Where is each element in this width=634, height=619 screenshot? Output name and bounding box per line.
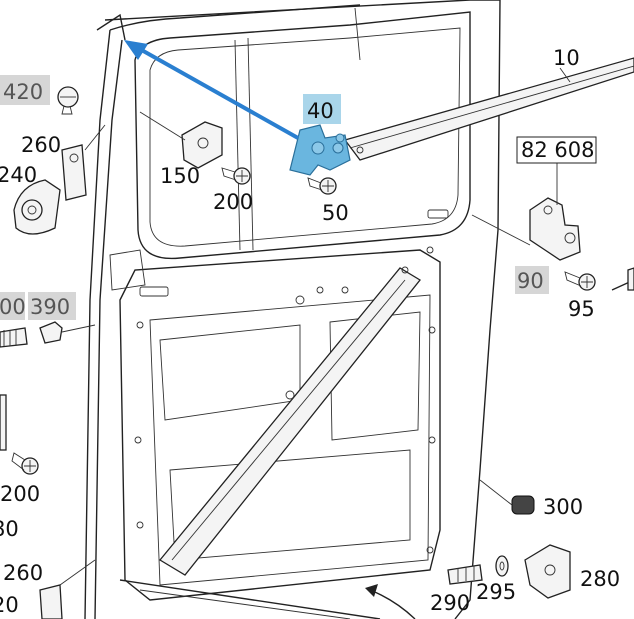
label-200-left: 200 (0, 482, 40, 506)
door-frame (84, 0, 501, 619)
highlight-bg-40 (303, 94, 341, 124)
label-290: 290 (430, 591, 470, 615)
label-260-top: 260 (21, 133, 61, 157)
label-150: 150 (160, 164, 200, 188)
label-20: 20 (0, 593, 19, 617)
grey-bg-400 (0, 292, 25, 320)
curved-arrow (365, 584, 416, 619)
label-95: 95 (568, 297, 595, 321)
box-82608 (516, 136, 597, 164)
grey-bg-420 (0, 75, 50, 105)
label-240: 240 (0, 163, 37, 187)
label-50: 50 (322, 201, 349, 225)
part-295-washer (495, 555, 509, 577)
label-295: 295 (476, 580, 516, 604)
part-290-bolt (447, 564, 483, 585)
part-90-hinge (471, 163, 581, 261)
grey-bg-90 (515, 266, 549, 294)
screw-200-left (11, 452, 39, 475)
label-300: 300 (543, 495, 583, 519)
label-40: 40 (307, 99, 334, 123)
part-300-buffer (479, 479, 535, 515)
label-390: 390 (30, 295, 70, 319)
screw-400 (0, 327, 28, 348)
screw-200-top (221, 167, 251, 185)
label-200-top: 200 (213, 190, 253, 214)
label-80: 80 (0, 517, 19, 541)
part-10-rail (343, 57, 634, 161)
label-420: 420 (3, 80, 43, 104)
edge-part-right (627, 267, 634, 291)
grey-bg-390 (28, 292, 76, 320)
part-240-lock (13, 179, 61, 235)
screw-95 (564, 271, 596, 291)
edge-part (0, 394, 7, 451)
label-280: 280 (580, 567, 620, 591)
part-150-bracket (139, 111, 223, 169)
label-400: 00 (0, 295, 26, 319)
label-10: 10 (553, 46, 580, 70)
part-40-hinge (289, 124, 351, 176)
screw-50 (307, 177, 337, 195)
label-260-bottom: 260 (3, 561, 43, 585)
part-390-clip (39, 321, 96, 344)
part-260-top (61, 124, 106, 201)
part-260-bottom (39, 559, 96, 619)
label-82608: 82 608 (521, 138, 594, 162)
part-280-striker (524, 544, 571, 599)
selection-arrow (124, 40, 299, 140)
screw-420 (57, 86, 79, 115)
label-90: 90 (517, 269, 544, 293)
